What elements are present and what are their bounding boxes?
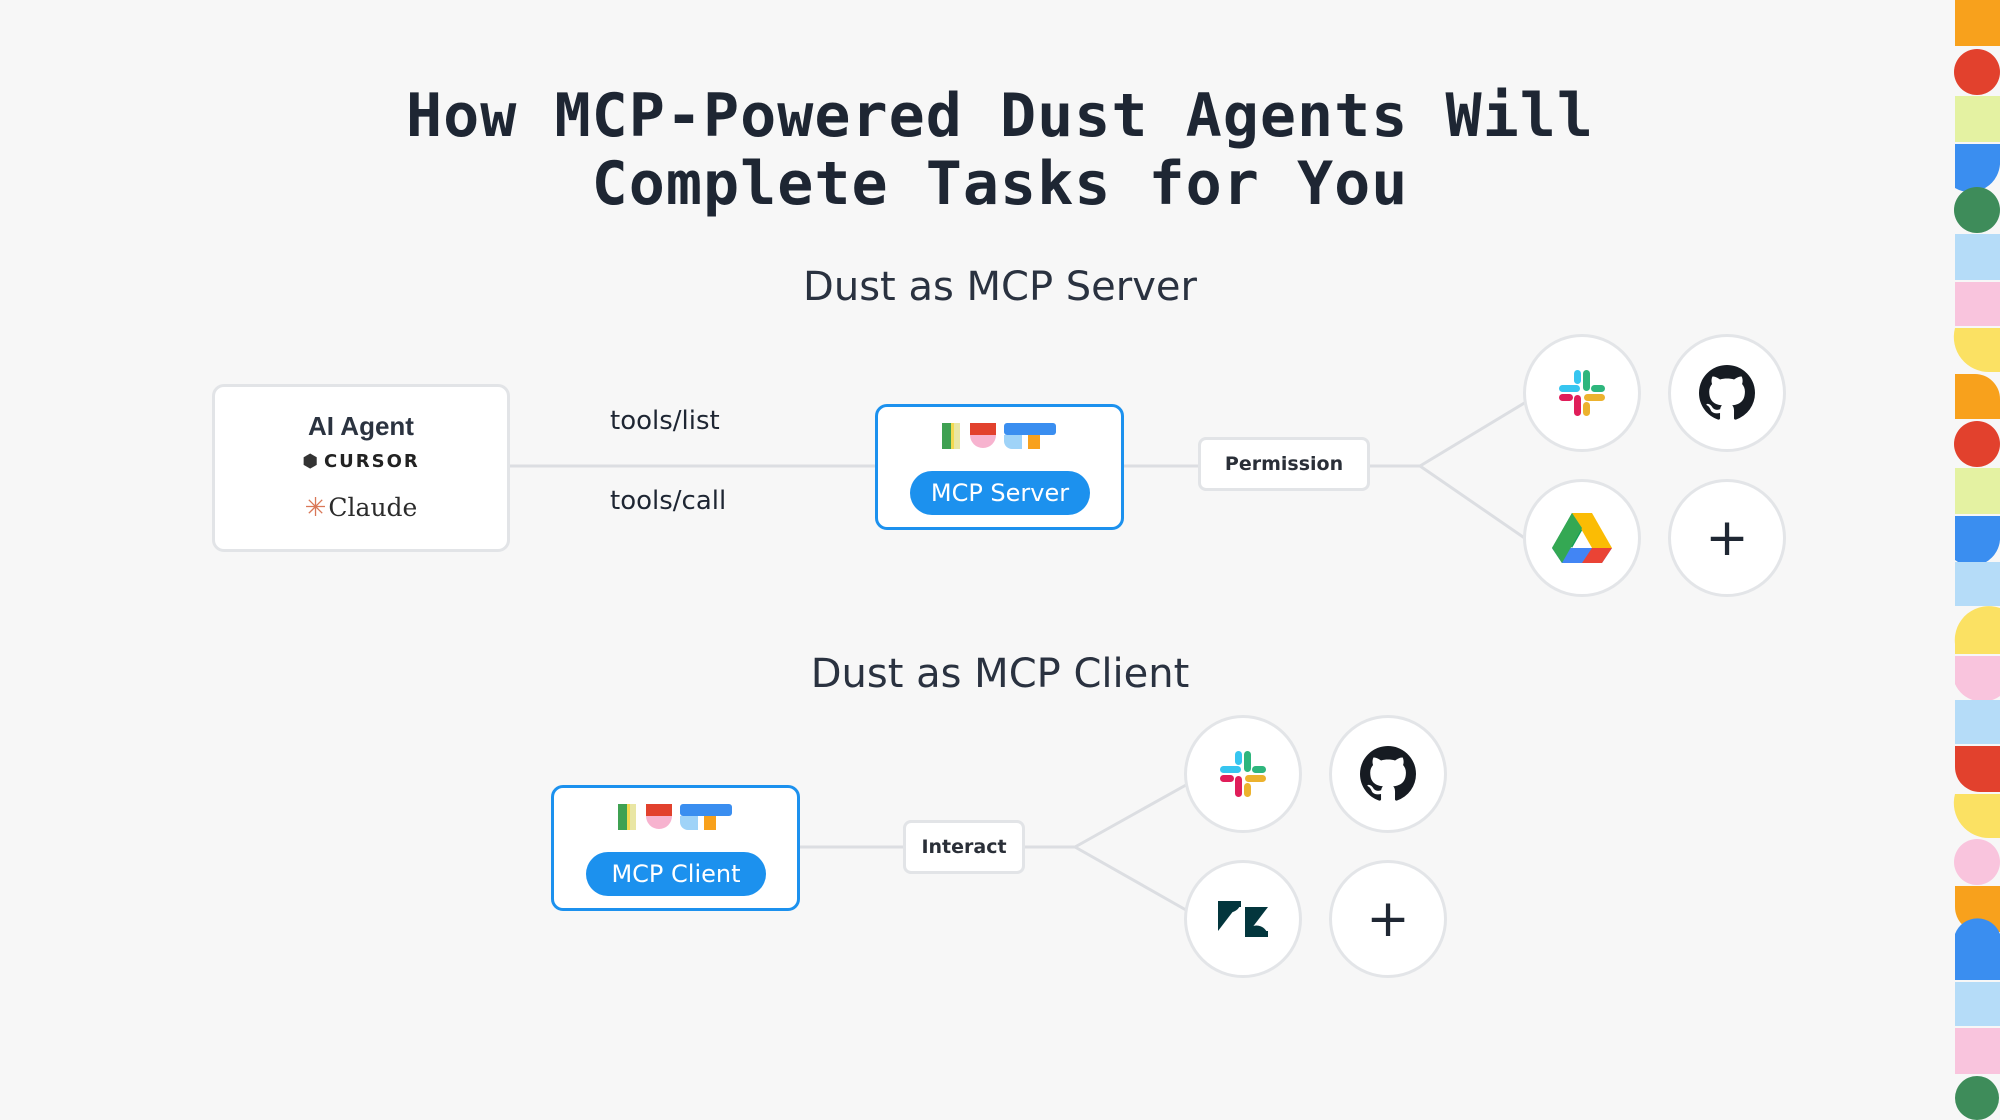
github-icon	[1699, 365, 1755, 420]
more-integrations: +	[1329, 860, 1447, 978]
interact-tag: Interact	[903, 820, 1025, 874]
dust-mcp-server-box: MCP Server	[875, 404, 1124, 530]
google-drive-integration	[1523, 479, 1641, 597]
cursor-label: CURSOR	[323, 451, 420, 472]
cursor-logo: ⬢CURSOR	[215, 451, 507, 472]
hub2-to-top-line	[1074, 783, 1187, 849]
zendesk-integration	[1184, 860, 1302, 978]
slack-integration	[1523, 334, 1641, 452]
slack-icon	[1220, 751, 1266, 797]
server-section-heading: Dust as MCP Server	[803, 264, 1197, 310]
title-line-1: How MCP-Powered Dust Agents Will	[406, 81, 1594, 151]
github-integration	[1668, 334, 1786, 452]
dust-logo-icon	[618, 804, 732, 830]
client-section-heading: Dust as MCP Client	[810, 651, 1190, 697]
title-line-2: Complete Tasks for You	[591, 149, 1409, 219]
plus-icon: +	[1366, 889, 1410, 949]
zendesk-icon	[1218, 901, 1268, 937]
dust-logo-icon	[942, 423, 1056, 449]
ai-agent-box: AI Agent ⬢CURSOR ✳Claude	[212, 384, 510, 552]
slack-integration	[1184, 715, 1302, 833]
page-title: How MCP-Powered Dust Agents Will Complet…	[0, 82, 2000, 218]
claude-logo: ✳Claude	[215, 493, 507, 523]
mcp-client-pill: MCP Client	[586, 852, 766, 896]
google-drive-icon	[1552, 513, 1612, 563]
claude-label: Claude	[328, 493, 418, 522]
tools-call-label: tools/call	[610, 486, 727, 516]
tools-list-label: tools/list	[610, 406, 720, 436]
github-integration	[1329, 715, 1447, 833]
ai-agent-title: AI Agent	[308, 411, 414, 441]
plus-icon: +	[1705, 508, 1749, 568]
hub2-to-bottom-line	[1074, 845, 1187, 912]
more-integrations: +	[1668, 479, 1786, 597]
decorative-shape-strip	[1953, 0, 2000, 1120]
permission-tag: Permission	[1198, 437, 1370, 491]
hub-to-bottom-line	[1419, 464, 1527, 541]
dust-mcp-client-box: MCP Client	[551, 785, 800, 911]
claude-icon: ✳	[304, 493, 327, 523]
mcp-server-pill: MCP Server	[910, 471, 1090, 515]
cursor-icon: ⬢	[302, 451, 320, 472]
github-icon	[1360, 746, 1416, 801]
slack-icon	[1559, 370, 1605, 416]
hub-to-top-line	[1419, 400, 1527, 468]
